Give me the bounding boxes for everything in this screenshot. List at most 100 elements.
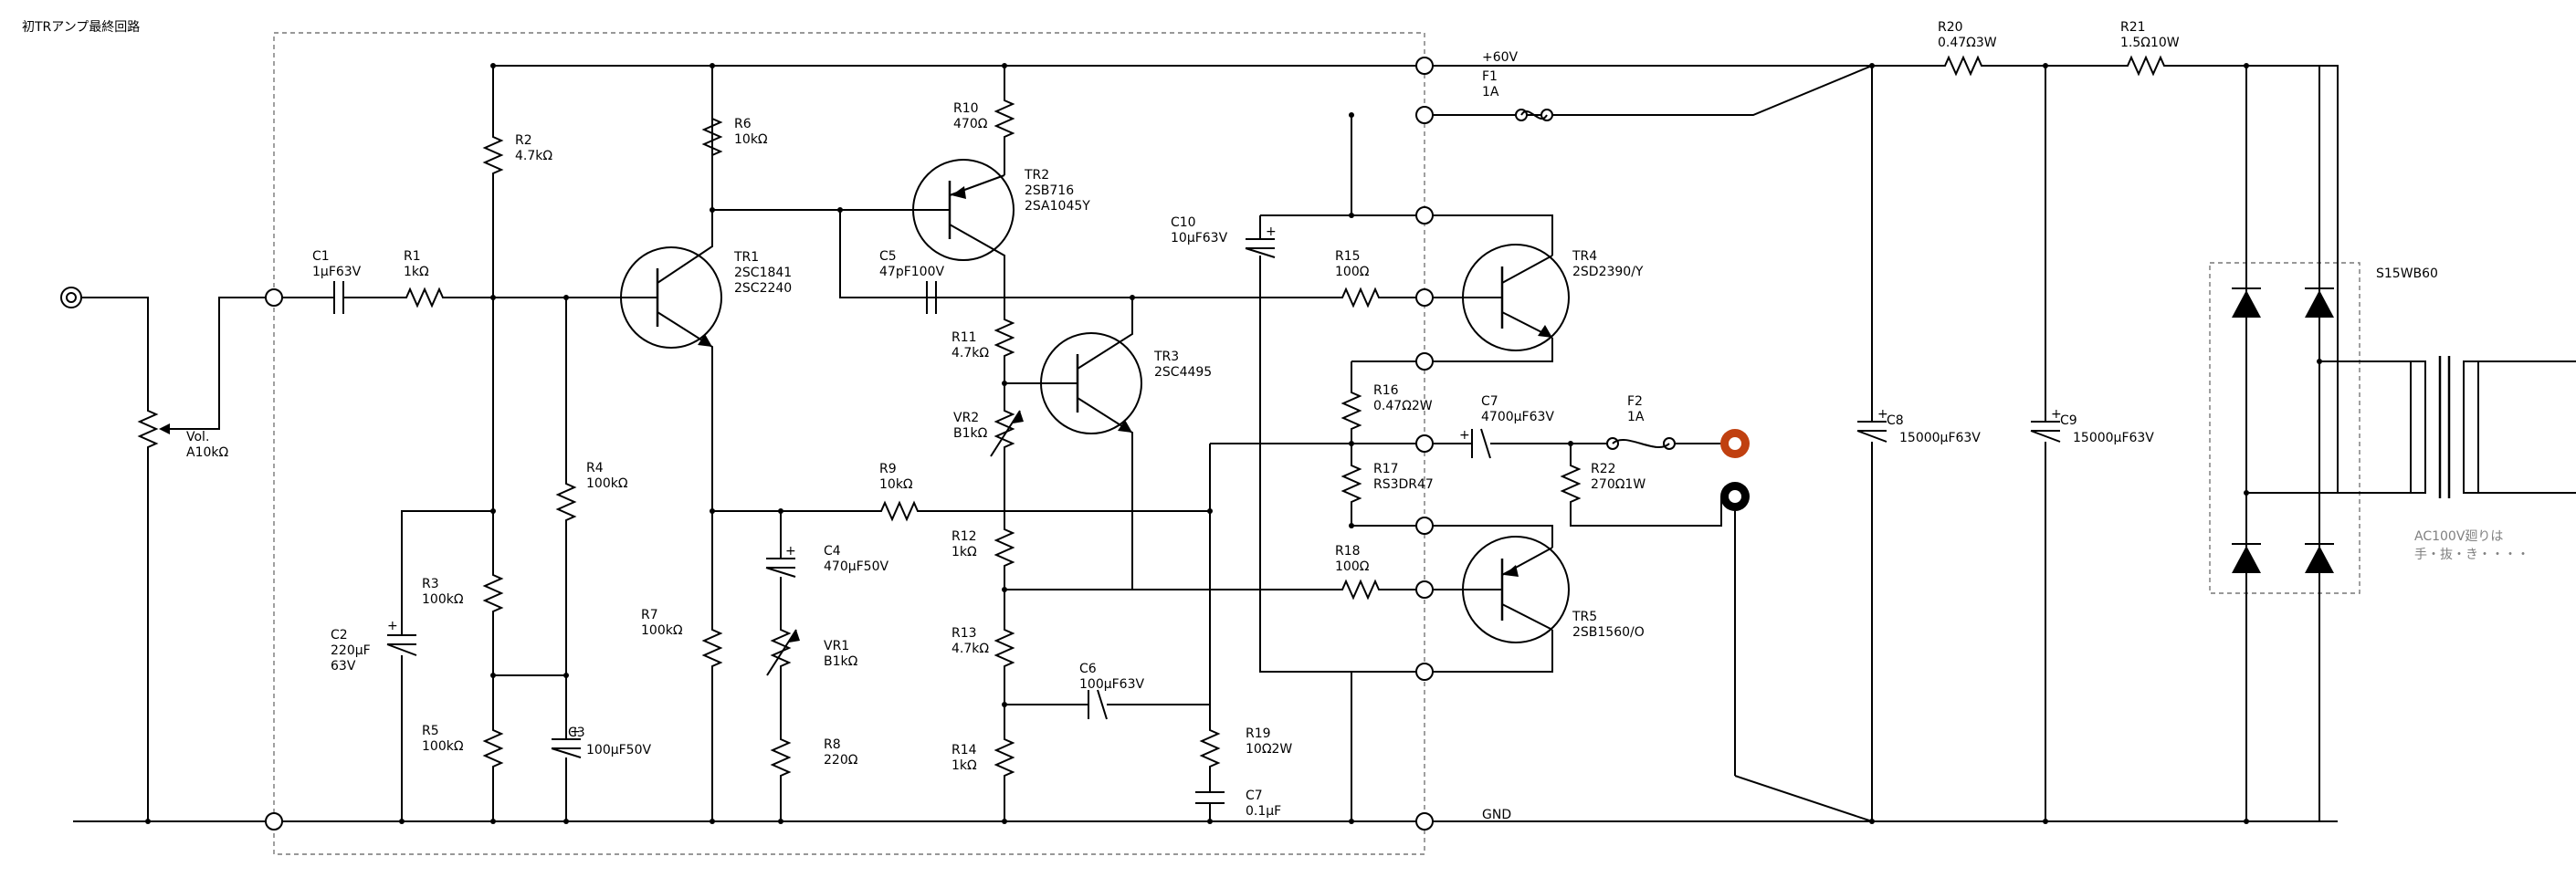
- tr2-ref: TR2: [1024, 168, 1049, 183]
- psu-wires: [1871, 66, 2046, 821]
- tr3-ref: TR3: [1153, 350, 1179, 364]
- bias-chain-wires: [1004, 365, 1050, 821]
- tr1-ref: TR1: [733, 250, 759, 265]
- r9-ref: R9: [879, 462, 897, 476]
- r15-ref: R15: [1335, 249, 1361, 264]
- c5-value: 47pF100V: [879, 265, 944, 279]
- terminal-input-gnd: [265, 812, 283, 831]
- tr2-wires: [840, 66, 1005, 211]
- r15-value: 100Ω: [1335, 265, 1370, 279]
- transformer-note-line1: AC100V廻りは: [2414, 529, 2503, 544]
- speaker-terminal-hot: [1720, 429, 1750, 458]
- r12-ref: R12: [952, 529, 977, 544]
- svg-text:+: +: [2051, 407, 2062, 422]
- r5-value: 100kΩ: [422, 739, 464, 754]
- c7-value: 4700μF63V: [1481, 410, 1554, 424]
- resistor-r1: [396, 288, 630, 307]
- capacitor-c6: [1004, 689, 1225, 821]
- resistor-r13: [995, 620, 1014, 676]
- c2-value2: 63V: [331, 659, 356, 674]
- r10-value: 470Ω: [953, 117, 988, 131]
- r4-ref: R4: [586, 461, 604, 475]
- c10-value: 10μF63V: [1171, 231, 1228, 246]
- r11-value: 4.7kΩ: [952, 346, 989, 360]
- r2-value: 4.7kΩ: [515, 149, 552, 163]
- tr5-value: 2SB1560/O: [1572, 625, 1645, 640]
- c4-value: 470μF50V: [824, 559, 888, 574]
- svg-text:+: +: [570, 725, 581, 739]
- vol-value: A10kΩ: [186, 445, 228, 460]
- r11-ref: R11: [952, 330, 977, 345]
- c3-ref: C3: [568, 726, 585, 740]
- transistor-tr1: [620, 66, 722, 511]
- volume-pot: [139, 297, 274, 457]
- r3-ref: R3: [422, 577, 439, 591]
- transistor-tr4: [1462, 244, 1570, 351]
- capacitor-c8: +: [1856, 407, 1888, 443]
- r14-value: 1kΩ: [952, 758, 977, 773]
- r21-ref: R21: [2120, 20, 2146, 35]
- resistor-r9: [871, 502, 928, 520]
- r21-value: 1.5Ω10W: [2120, 36, 2180, 50]
- capacitor-c2: +: [386, 510, 493, 821]
- bridge-ref: S15WB60: [2376, 266, 2438, 281]
- resistor-r4: [557, 474, 575, 530]
- c1-ref: C1: [312, 249, 330, 264]
- tr5-ref: TR5: [1572, 610, 1597, 624]
- c8-value: 15000μF63V: [1899, 431, 1981, 445]
- transistor-tr3: [1004, 298, 1142, 590]
- r20-ref: R20: [1938, 20, 1963, 35]
- rail-label-positive: +60V: [1482, 50, 1519, 65]
- f1-ref: F1: [1482, 69, 1498, 84]
- capacitor-c5: [839, 210, 1132, 314]
- r18-ref: R18: [1335, 544, 1361, 559]
- r8-value: 220Ω: [824, 753, 858, 768]
- resistor-r21: [2118, 57, 2174, 75]
- r9-value: 10kΩ: [879, 477, 913, 492]
- svg-text:+: +: [1459, 428, 1470, 443]
- diagram-title: 初TRアンプ最終回路: [22, 19, 140, 35]
- f2-ref: F2: [1627, 394, 1643, 409]
- fuse-f1: [1433, 109, 1753, 121]
- r18-value: 100Ω: [1335, 559, 1370, 574]
- f1-value: 1A: [1482, 85, 1499, 99]
- terminal-input: [265, 288, 283, 307]
- r17-value: RS3DR47: [1373, 477, 1434, 492]
- resistor-r16: [1342, 382, 1361, 439]
- resistor-r22: [1561, 455, 1580, 512]
- trimmer-vr2: [990, 401, 1024, 457]
- r20-value: 0.47Ω3W: [1938, 36, 1997, 50]
- bridge-rectifier: [2232, 66, 2411, 821]
- transistor-tr5: [1462, 536, 1570, 643]
- vr1-value: B1kΩ: [824, 654, 858, 669]
- vol-ref: Vol.: [186, 430, 209, 444]
- f2-value: 1A: [1627, 410, 1645, 424]
- tr3-value: 2SC4495: [1154, 365, 1212, 380]
- resistor-r19: [1201, 720, 1219, 777]
- r16-ref: R16: [1373, 383, 1399, 398]
- resistor-r12: [995, 519, 1014, 576]
- svg-text:+: +: [387, 619, 398, 633]
- junction-dots: [145, 63, 2322, 824]
- c2-ref: C2: [331, 628, 348, 642]
- r14-ref: R14: [952, 743, 977, 757]
- resistor-r18: [1332, 580, 1389, 599]
- c2-value: 220μF: [331, 643, 371, 658]
- resistor-r2: [484, 127, 502, 183]
- c10-ref: C10: [1171, 215, 1196, 230]
- capacitor-c1: [282, 281, 397, 314]
- tr2-value2: 2SA1045Y: [1025, 199, 1090, 214]
- svg-text:+: +: [1266, 225, 1277, 239]
- r2-ref: R2: [515, 133, 532, 148]
- r10-ref: R10: [953, 101, 979, 116]
- transformer-note-line2: 手・抜・き・・・・: [2414, 548, 2529, 562]
- r6-ref: R6: [734, 117, 752, 131]
- r1-ref: R1: [404, 249, 421, 264]
- fuse-f2: [1571, 437, 1721, 450]
- r7-ref: R7: [641, 608, 658, 622]
- resistor-r11: [995, 309, 1014, 366]
- power-transistor-wires: [1433, 214, 1553, 673]
- resistor-r14: [995, 729, 1014, 786]
- vr2-value: B1kΩ: [953, 426, 988, 441]
